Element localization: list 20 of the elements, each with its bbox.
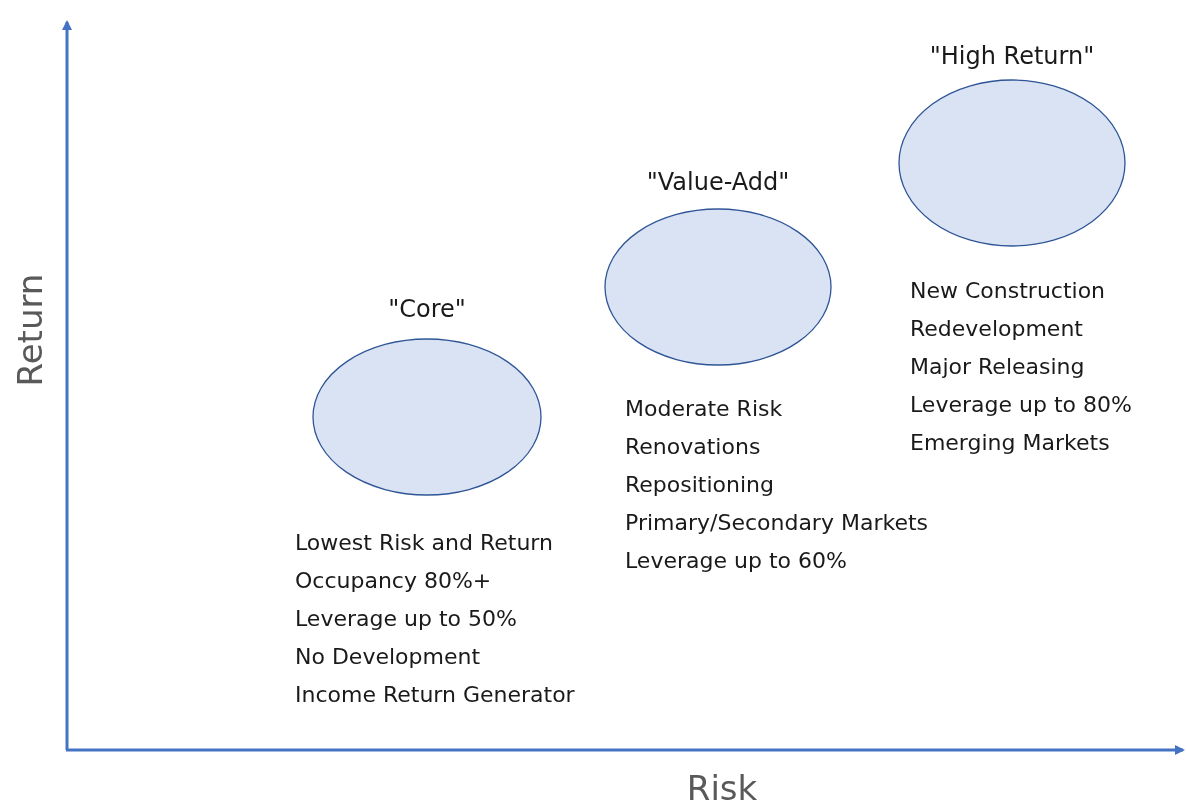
axis-label: Return [10, 273, 50, 387]
feature-text: No Development [295, 644, 480, 669]
feature-text: Leverage up to 80% [910, 392, 1132, 417]
feature-text: Income Return Generator [295, 682, 575, 707]
feature-text: Lowest Risk and Return [295, 530, 553, 555]
feature-text: Primary/Secondary Markets [625, 510, 928, 535]
feature-text: Emerging Markets [910, 430, 1110, 455]
category-heading: "High Return" [929, 42, 1095, 70]
feature-text: New Construction [910, 278, 1106, 303]
feature-text: Renovations [625, 434, 761, 459]
category-heading: "Core" [388, 295, 466, 323]
feature-text: Major Releasing [910, 354, 1085, 379]
feature-text: Leverage up to 60% [625, 548, 847, 573]
category-heading: "Value-Add" [646, 168, 790, 196]
feature-text: Repositioning [625, 472, 774, 497]
axis-label: Risk [686, 768, 758, 807]
feature-text: Leverage up to 50% [295, 606, 517, 631]
feature-text: Redevelopment [910, 316, 1083, 341]
feature-text: Moderate Risk [625, 396, 783, 421]
feature-text: Occupancy 80%+ [295, 568, 492, 593]
